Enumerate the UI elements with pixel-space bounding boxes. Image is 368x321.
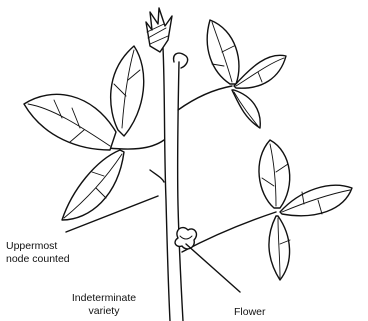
indeterminate-variety-label: Indeterminate variety <box>64 292 144 318</box>
uppermost-node-label-line2: node counted <box>6 253 70 266</box>
flower <box>175 228 196 249</box>
upper-left-trifoliate <box>24 46 164 220</box>
upper-right-trifoliate <box>178 20 286 128</box>
indeterminate-variety-label-line1: Indeterminate <box>64 292 144 305</box>
main-stem <box>163 48 183 321</box>
leaflet <box>207 20 239 84</box>
flower-label: Flower <box>234 306 266 319</box>
uppermost-node-label-line1: Uppermost <box>6 240 70 253</box>
leaflet <box>111 46 144 136</box>
leaflet <box>62 150 124 220</box>
leaflet <box>280 185 352 215</box>
flower-leader-line <box>186 244 240 292</box>
lower-right-trifoliate <box>182 140 352 280</box>
indeterminate-variety-label-line2: variety <box>64 305 144 318</box>
uppermost-node-label: Uppermost node counted <box>6 240 70 266</box>
apical-bud <box>146 8 188 68</box>
